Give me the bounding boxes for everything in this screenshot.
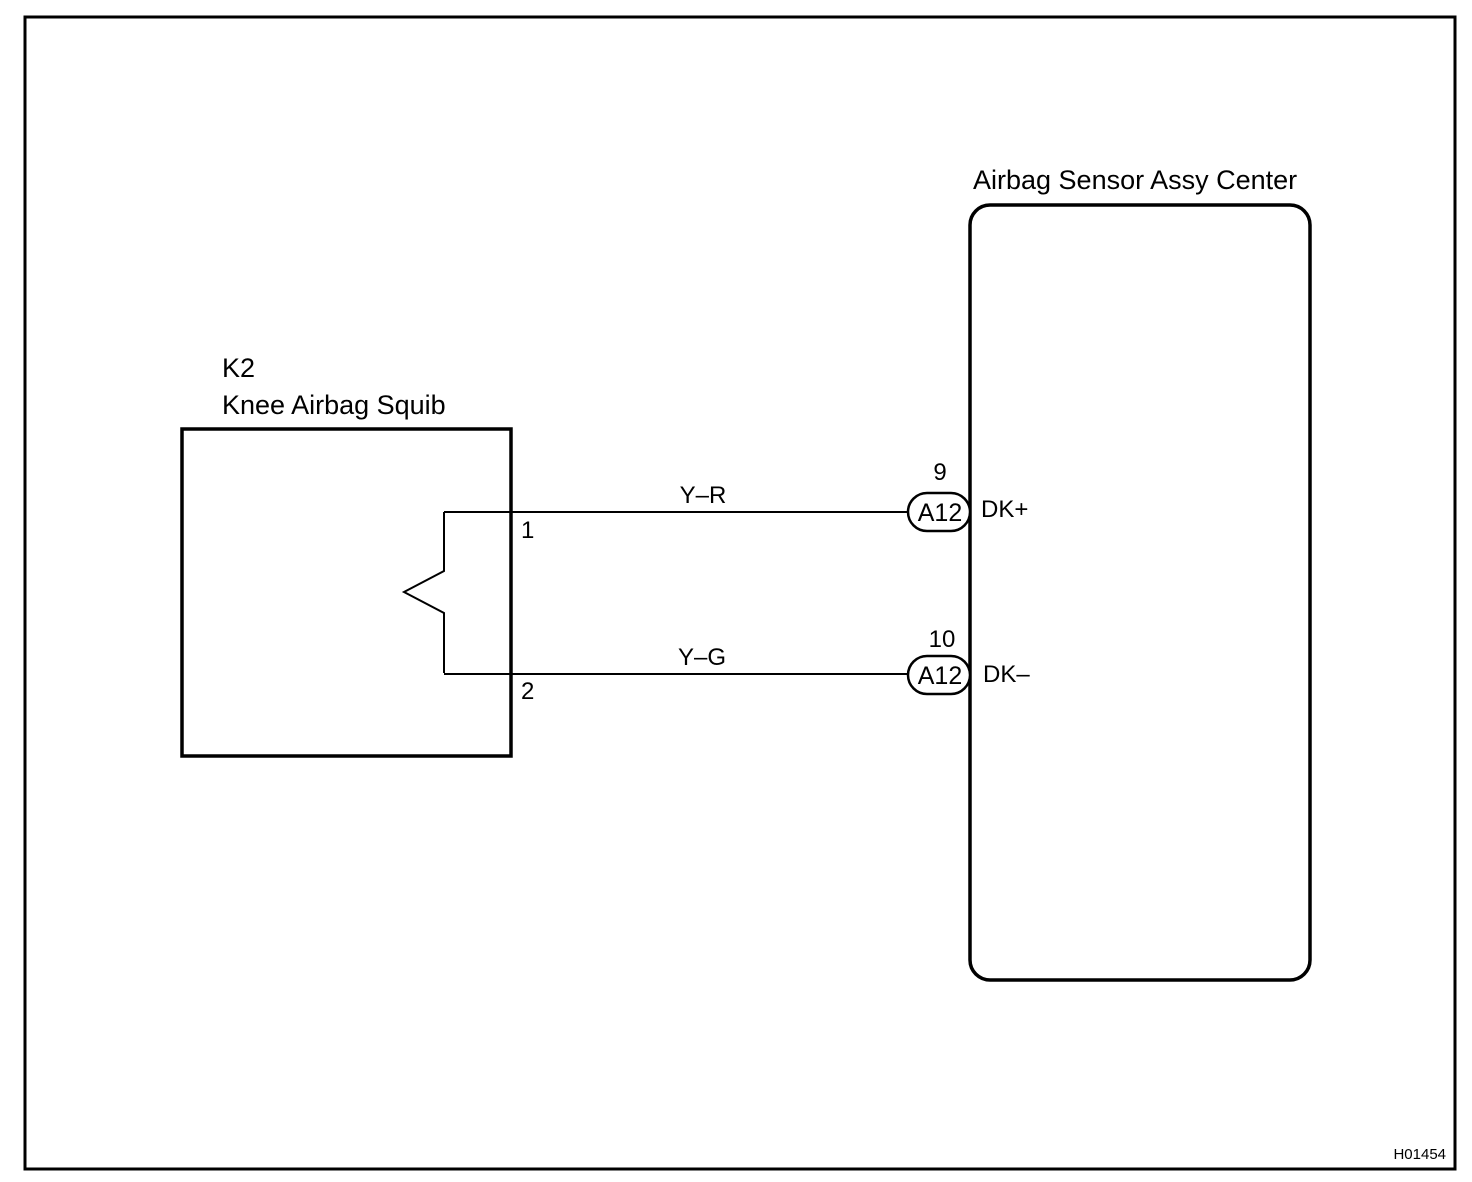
squib-pin-1-label: 1 bbox=[521, 517, 534, 544]
squib-element-symbol bbox=[401, 512, 445, 673]
figure-code: H01454 bbox=[1393, 1146, 1446, 1163]
sensor-pin-9-label: 9 bbox=[933, 459, 946, 486]
squib-box bbox=[180, 427, 513, 758]
wire-2: Y–G bbox=[444, 644, 910, 675]
sensor-name-label: Airbag Sensor Assy Center bbox=[973, 165, 1297, 195]
connector-1-pill bbox=[906, 491, 972, 533]
connector-2-pill bbox=[906, 654, 972, 696]
sensor-box bbox=[968, 203, 1312, 982]
diagram-frame bbox=[23, 15, 1457, 1171]
squib-pin-2-label: 2 bbox=[521, 678, 534, 705]
terminal-dk-plus-label: DK+ bbox=[981, 496, 1028, 523]
wire-1-color-label: Y–R bbox=[680, 482, 727, 509]
sensor-pin-10-label: 10 bbox=[929, 626, 956, 653]
airbag-sensor-assy-center: Airbag Sensor Assy Center A12 9 DK+ A12 … bbox=[906, 165, 1312, 982]
squib-code-label: K2 bbox=[222, 353, 255, 383]
wire-1: Y–R bbox=[444, 482, 910, 513]
connector-1-label: A12 bbox=[918, 499, 962, 527]
wire-2-color-label: Y–G bbox=[678, 644, 726, 671]
knee-airbag-squib: K2 Knee Airbag Squib 1 2 bbox=[180, 353, 534, 758]
squib-name-label: Knee Airbag Squib bbox=[222, 390, 446, 420]
terminal-dk-minus-label: DK– bbox=[983, 661, 1030, 688]
connector-2-label: A12 bbox=[918, 662, 962, 690]
